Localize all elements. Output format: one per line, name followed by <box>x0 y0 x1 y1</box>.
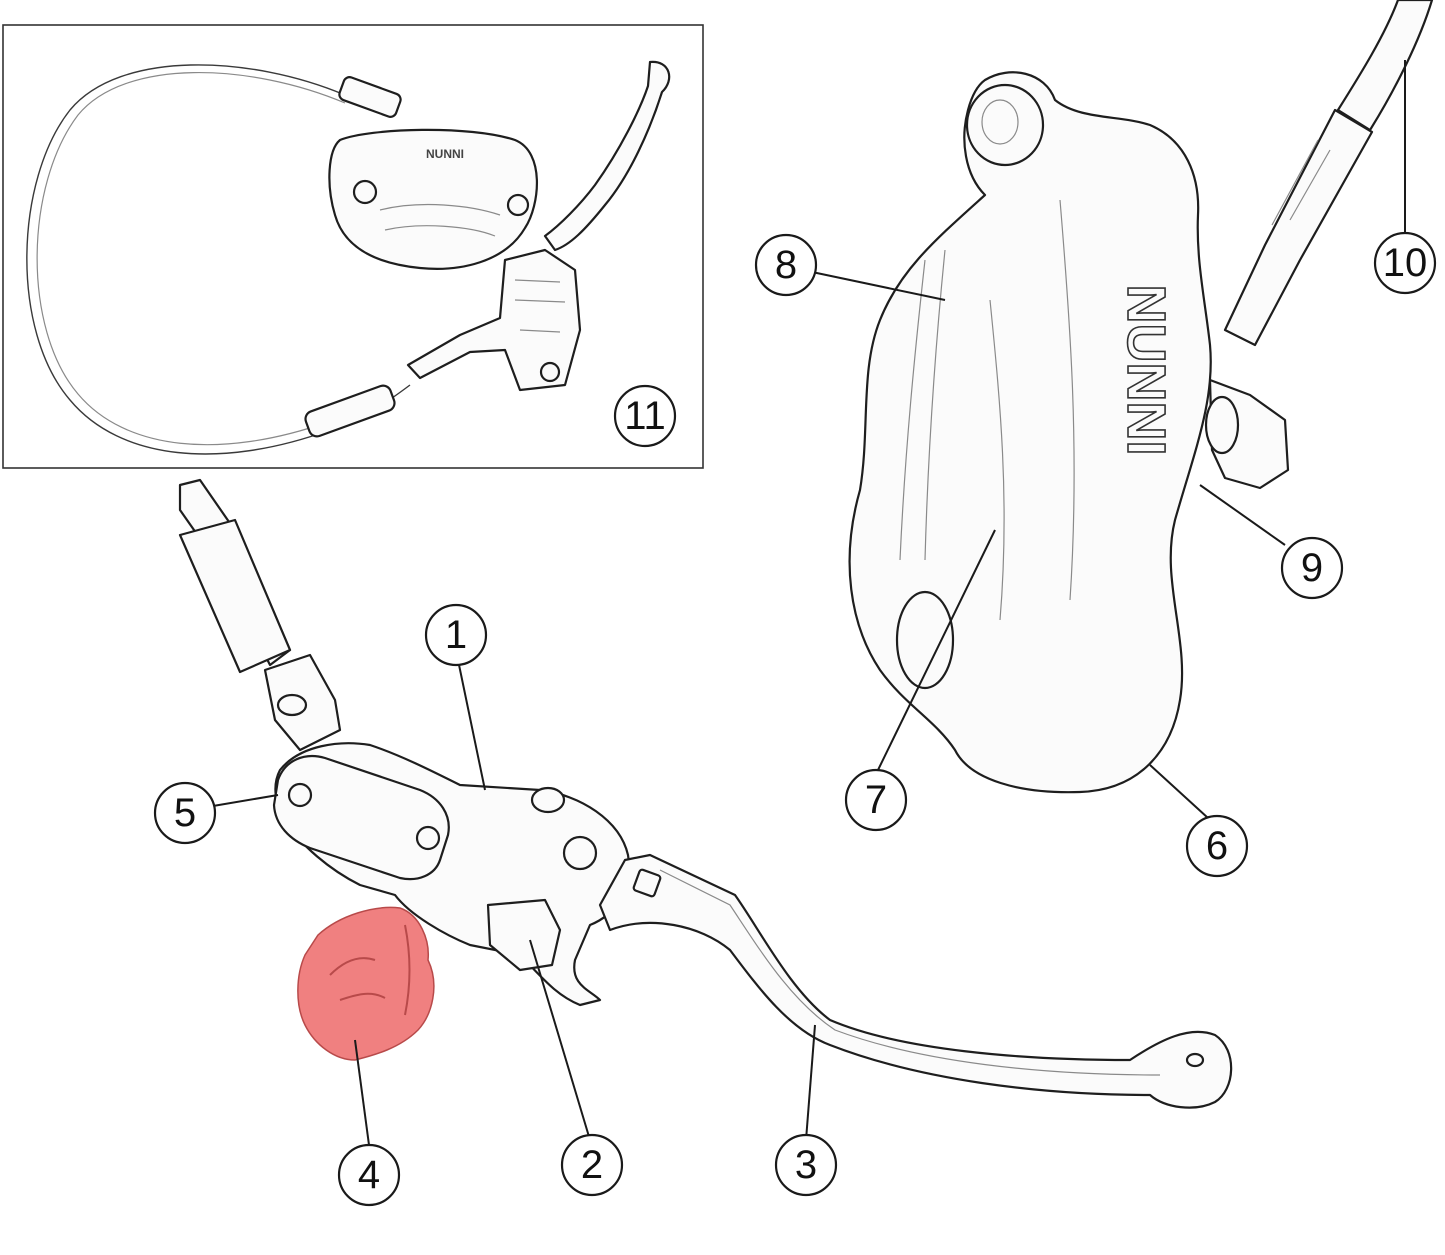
leader-2 <box>529 939 591 1141</box>
caliper-brake-hose <box>1336 0 1434 132</box>
caliper-mount-top-hole <box>981 99 1019 145</box>
callout-5: 5 <box>153 781 217 845</box>
lever-adjuster <box>632 868 662 898</box>
caliper-mount-top <box>965 83 1045 167</box>
callout-10-circle <box>1373 231 1437 295</box>
callout-4: 4 <box>337 1143 401 1207</box>
lever-banjo-bolt <box>276 693 308 717</box>
leader-4 <box>354 1039 370 1146</box>
callout-3-label: 3 <box>795 1143 817 1187</box>
callout-7: 7 <box>844 768 908 832</box>
inset-master-cylinder <box>406 248 582 392</box>
assembly-inset: NUNNI 11 <box>2 24 704 469</box>
callout-6-circle <box>1185 814 1249 878</box>
brake-caliper-group: NUNNI <box>848 0 1434 794</box>
callout-9: 9 <box>1280 536 1344 600</box>
caliper-brand-logo: NUNNI <box>1116 285 1176 456</box>
callout-2-label: 2 <box>581 1143 603 1187</box>
hose-fitting-detail <box>1271 139 1331 226</box>
lever-tip-hole <box>1185 1052 1205 1068</box>
inset-hose-fitting-top <box>338 76 402 118</box>
inset-caliper-bolt-right <box>506 193 530 217</box>
inset-mc-detail <box>514 279 566 333</box>
inset-hose-fitting-bottom <box>304 384 396 438</box>
callout-11-circle <box>613 384 677 448</box>
callout-7-circle <box>844 768 908 832</box>
callout-11: 11 <box>613 384 677 448</box>
leader-3 <box>805 1024 816 1141</box>
callout-3: 3 <box>774 1133 838 1197</box>
cover-screw-left <box>287 782 313 808</box>
inset-mc-screw <box>539 361 561 383</box>
callout-9-circle <box>1280 536 1344 600</box>
leader-lines <box>212 60 1406 1146</box>
leader-6 <box>1149 764 1209 819</box>
callouts: 1 2 3 4 5 6 7 8 <box>153 231 1437 1207</box>
caliper-mount-bottom <box>895 590 955 690</box>
callout-4-label: 4 <box>358 1153 380 1197</box>
callout-8-label: 8 <box>775 243 797 287</box>
brake-lever <box>598 853 1233 1109</box>
callout-3-circle <box>774 1133 838 1197</box>
callout-7-label: 7 <box>865 778 887 822</box>
callout-11-label: 11 <box>624 394 666 438</box>
lever-pivot-top <box>530 786 566 814</box>
lever-edge <box>659 869 1161 1076</box>
callout-2-circle <box>560 1133 624 1197</box>
inset-lever <box>543 60 671 252</box>
cover-screw-right <box>415 825 441 851</box>
leader-8 <box>811 271 946 301</box>
callout-5-label: 5 <box>174 791 196 835</box>
caliper-body-contour <box>989 199 1075 621</box>
adjuster-knob-ridges <box>329 924 411 1016</box>
callout-6: 6 <box>1185 814 1249 878</box>
inset-caliper-bolt-left <box>352 179 378 205</box>
leader-9 <box>1199 484 1286 546</box>
callout-6-label: 6 <box>1206 824 1228 868</box>
reservoir-cover <box>272 754 450 881</box>
leader-1 <box>457 659 486 791</box>
callout-1-label: 1 <box>445 613 467 657</box>
highlighted-part-4 <box>297 906 435 1061</box>
leader-5 <box>212 794 279 807</box>
inset-caliper-detail <box>379 203 501 237</box>
callout-2: 2 <box>560 1133 624 1197</box>
inset-caliper <box>328 128 539 270</box>
brake-lever-group <box>178 478 1233 1109</box>
callout-10: 10 <box>1373 231 1437 295</box>
leader-7 <box>877 529 996 771</box>
callout-5-circle <box>153 781 217 845</box>
caliper-hose-fitting <box>1223 108 1374 347</box>
callout-4-circle <box>337 1143 401 1207</box>
adjuster-knob-highlight <box>297 906 435 1061</box>
lever-hose-fitting <box>178 518 292 674</box>
inset-caliper-brand: NUNNI <box>426 147 464 161</box>
callout-1-circle <box>424 603 488 667</box>
lever-pivot-bolt <box>562 835 598 871</box>
inset-hose-inner <box>36 72 346 446</box>
banjo-washer <box>1204 395 1240 455</box>
callout-8-circle <box>754 233 818 297</box>
callout-8: 8 <box>754 233 818 297</box>
callout-1: 1 <box>424 603 488 667</box>
callout-10-label: 10 <box>1383 241 1428 285</box>
callout-9-label: 9 <box>1301 546 1323 590</box>
handlebar-clamp <box>486 898 562 972</box>
